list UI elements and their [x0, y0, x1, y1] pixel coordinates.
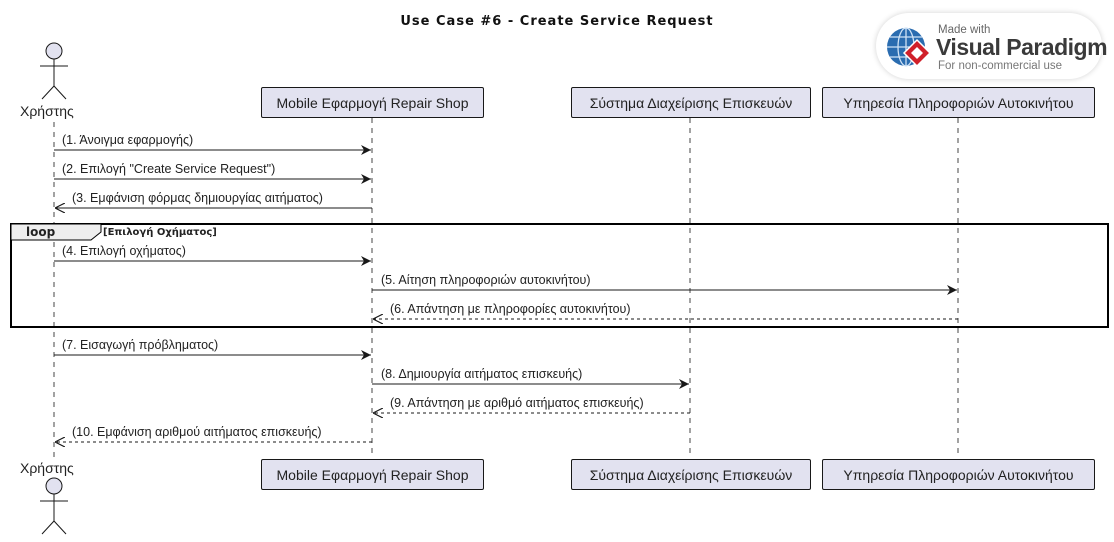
loop-tab [10, 223, 102, 241]
message-label-3: (3. Εμφάνιση φόρμας δημιουργίας αιτήματο… [72, 191, 323, 205]
watermark-note: For non-commercial use [938, 60, 1062, 72]
message-label-2: (2. Επιλογή "Create Service Request") [62, 162, 276, 176]
loop-keyword: loop [26, 225, 56, 239]
participant-app-top: Mobile Εφαρμογή Repair Shop [261, 87, 484, 118]
message-label-10: (10. Εμφάνιση αριθμού αιτήματος επισκευή… [72, 425, 322, 439]
participant-system-bottom: Σύστημα Διαχείρισης Επισκευών [571, 459, 811, 490]
participant-carinfo-top: Υπηρεσία Πληροφοριών Αυτοκινήτου [822, 87, 1095, 118]
diagram-title: Use Case #6 - Create Service Request [400, 14, 714, 29]
participant-app-bottom: Mobile Εφαρμογή Repair Shop [261, 459, 484, 490]
message-label-5: (5. Αίτηση πληροφοριών αυτοκινήτου) [381, 273, 591, 287]
loop-guard: [Επιλογή Οχήματος] [103, 227, 217, 238]
visual-paradigm-logo-icon [887, 27, 932, 68]
actor-label-bottom: Χρήστης [20, 460, 74, 476]
message-label-6: (6. Απάντηση με πληροφορίες αυτοκινήτου) [390, 302, 631, 316]
participant-system-top: Σύστημα Διαχείρισης Επισκευών [571, 87, 811, 118]
message-label-8: (8. Δημιουργία αιτήματος επισκευής) [381, 367, 583, 381]
actor-bottom-icon [40, 477, 68, 535]
actor-label-top: Χρήστης [20, 103, 74, 119]
actor-top-icon [40, 42, 68, 100]
message-label-4: (4. Επιλογή οχήματος) [62, 244, 186, 258]
watermark-brand: Visual Paradigm [936, 34, 1108, 60]
loop-frame [10, 223, 1109, 328]
watermark-made-with: Made with [938, 24, 991, 36]
participant-carinfo-bottom: Υπηρεσία Πληροφοριών Αυτοκινήτου [822, 459, 1095, 490]
message-label-9: (9. Απάντηση με αριθμό αιτήματος επισκευ… [390, 396, 644, 410]
message-label-7: (7. Εισαγωγή πρόβληματος) [62, 338, 219, 352]
message-label-1: (1. Άνοιγμα εφαρμογής) [62, 133, 194, 147]
